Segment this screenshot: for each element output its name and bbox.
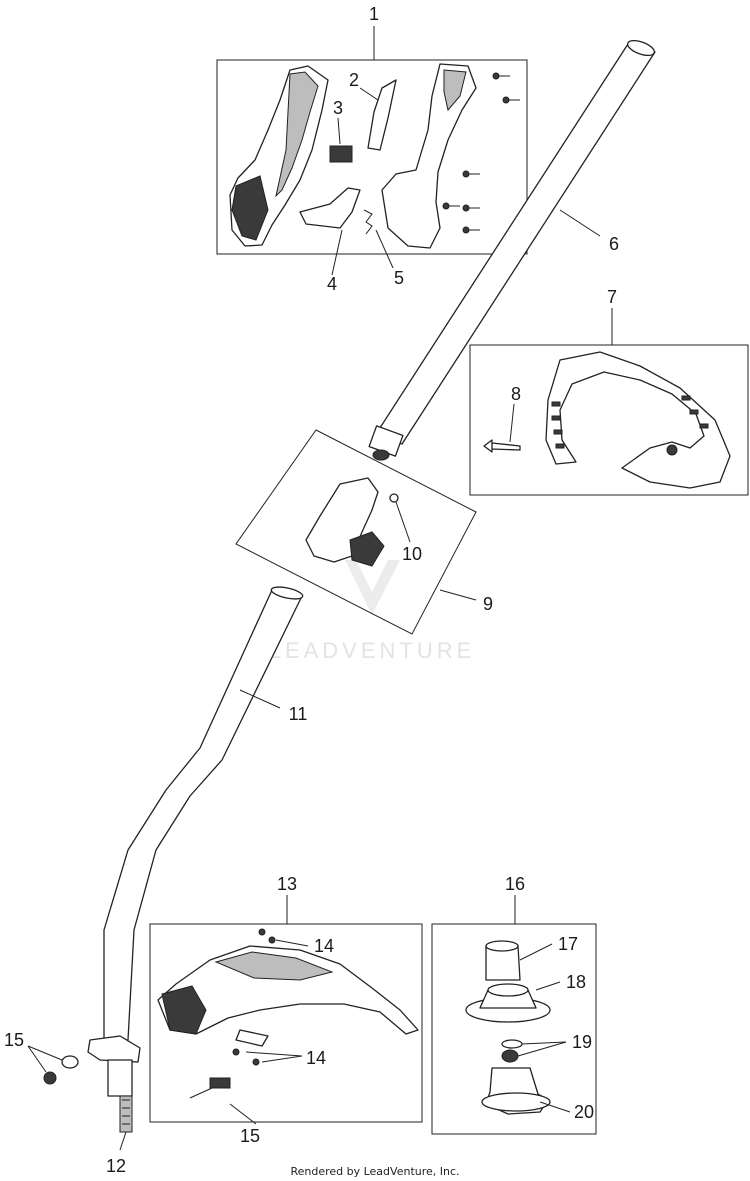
guard-box [149, 923, 423, 1123]
assist-handle-part [545, 351, 731, 489]
callout-11: 11 [289, 704, 308, 724]
trimmer-head-box [431, 923, 597, 1135]
callout-13: 13 [277, 874, 297, 894]
nut-part-15 [43, 1071, 57, 1085]
trigger-part-4 [299, 187, 361, 229]
callout-12: 12 [106, 1156, 126, 1176]
coupler-box [235, 429, 477, 635]
guard-part [157, 945, 419, 1035]
shaft-clamp-assembly: 15 12 [4, 1030, 141, 1176]
callout-3: 3 [333, 98, 343, 118]
callout-14-bottom: 14 [306, 1048, 326, 1068]
callout-9: 9 [483, 594, 493, 614]
callout-7: 7 [607, 287, 617, 307]
screws-group [442, 72, 520, 234]
housing-right-half [381, 63, 477, 249]
bolt-part-8 [483, 439, 521, 453]
callout-20: 20 [574, 1102, 594, 1122]
callout-19: 19 [572, 1032, 592, 1052]
trimmer-head-group: 16 17 18 19 20 [431, 874, 597, 1135]
guard-group: 13 14 14 15 [149, 874, 423, 1146]
handle-housing-box [216, 59, 528, 255]
callout-2: 2 [349, 70, 359, 90]
callout-15-left: 15 [4, 1030, 24, 1050]
callout-10: 10 [402, 544, 422, 564]
callout-4: 4 [327, 274, 337, 294]
washer-part-19 [501, 1039, 523, 1049]
callout-14-top: 14 [314, 936, 334, 956]
watermark-text: LEADVENTURE [269, 638, 476, 663]
coupler-group: 10 9 [235, 429, 493, 635]
callout-1: 1 [369, 4, 379, 24]
switch-part-3 [329, 145, 353, 163]
handle-housing-group: 1 2 3 4 5 [216, 4, 528, 294]
callout-6: 6 [609, 234, 619, 254]
footer-credit: Rendered by LeadVenture, Inc. [290, 1165, 459, 1178]
upper-shaft-part-6: 6 [368, 39, 656, 461]
callout-17: 17 [558, 934, 578, 954]
callout-8: 8 [511, 384, 521, 404]
callout-15-right: 15 [240, 1126, 260, 1146]
callout-16: 16 [505, 874, 525, 894]
assist-handle-group: 7 8 [469, 287, 749, 496]
nut-part-19 [501, 1049, 519, 1063]
assist-handle-box [469, 344, 749, 496]
knob-nut-part-10 [389, 493, 399, 503]
callout-5: 5 [394, 268, 404, 288]
spring-part-5 [363, 209, 373, 235]
callout-18: 18 [566, 972, 586, 992]
lower-shaft-part-11: 11 [103, 586, 308, 1045]
switch-part-2 [367, 79, 397, 151]
leadventure-watermark: LEADVENTURE [269, 560, 476, 663]
washer-part-15 [61, 1055, 79, 1069]
